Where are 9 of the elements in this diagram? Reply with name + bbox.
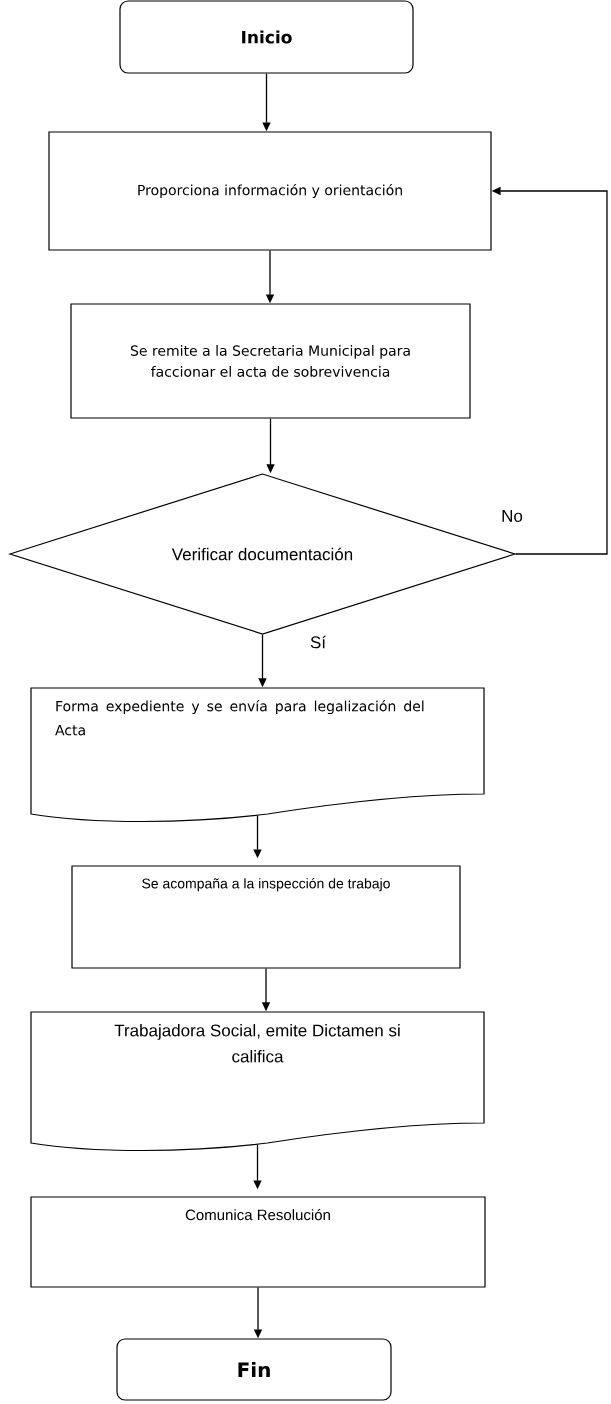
terminal-box: Inicio	[119, 0, 414, 74]
document-box: Forma expediente y se envía para legalización del Acta	[30, 687, 485, 823]
process-box: Se remite a la Secretaria Municipal para faccionar el acta de sobrevivencia	[70, 303, 471, 419]
terminal-box: Fin	[116, 1338, 392, 1401]
process-box: Proporciona información y orientación	[48, 131, 492, 251]
document-box: Trabajadora Social, emite Dictamen si califica	[30, 1011, 485, 1152]
process-box: Se acompaña a la inspección de trabajo	[71, 865, 461, 969]
process-box: Comunica Resolución	[30, 1196, 486, 1288]
edge-label: Sí	[308, 634, 328, 650]
